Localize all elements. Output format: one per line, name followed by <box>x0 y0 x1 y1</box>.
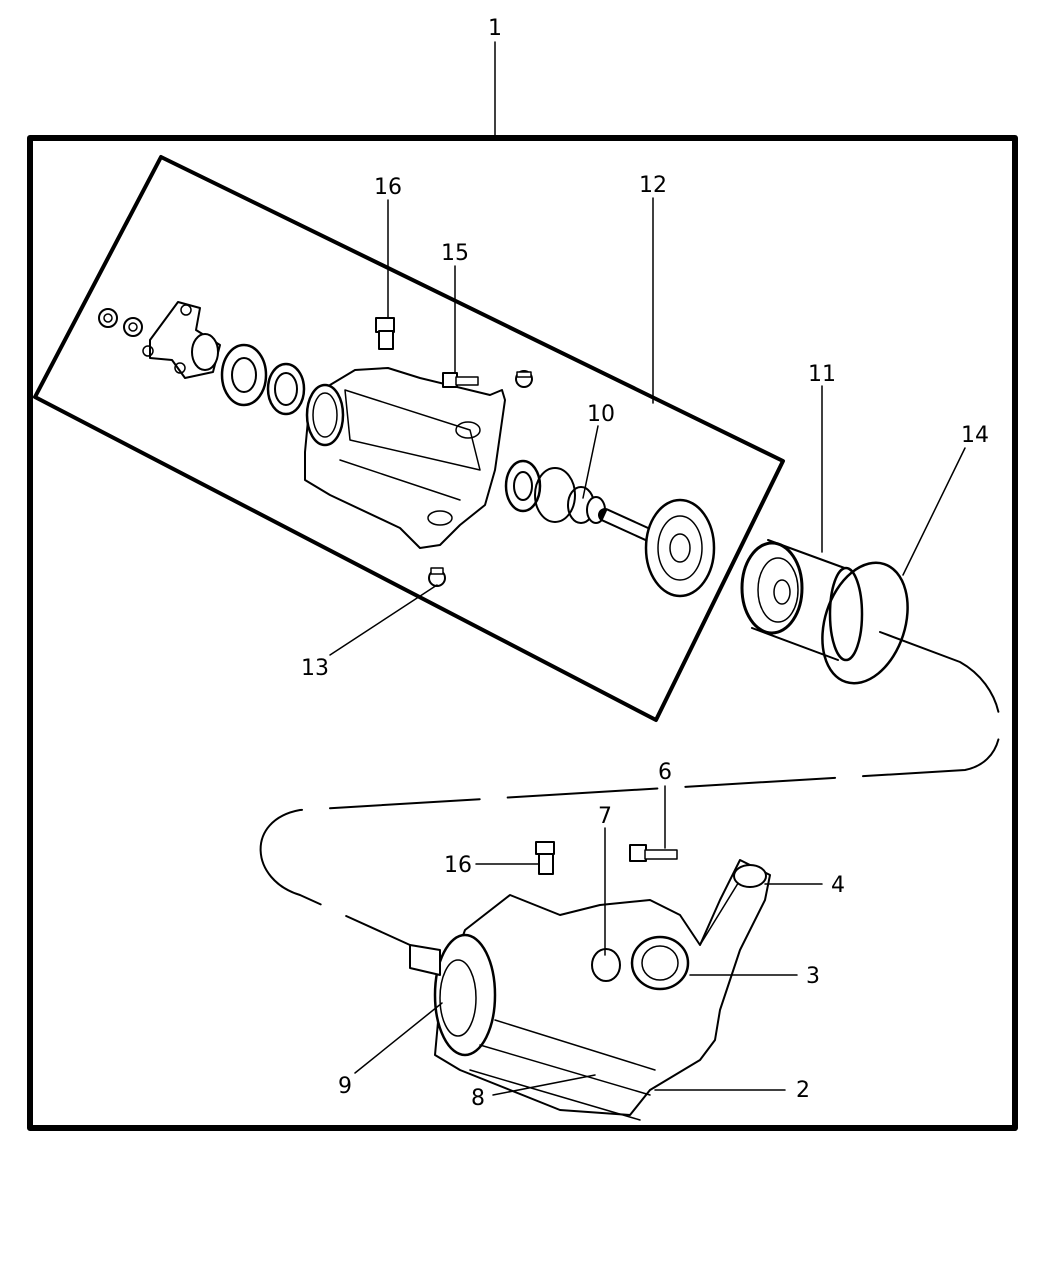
callout-2: 2 <box>796 1078 810 1103</box>
rear-bearing <box>504 459 542 513</box>
callout-1: 1 <box>488 16 502 41</box>
o-ring-14 <box>821 561 909 685</box>
front-hub-nut <box>98 308 143 337</box>
plug-upper <box>515 370 533 388</box>
callout-7: 7 <box>598 804 612 829</box>
callout-10: 10 <box>587 402 615 427</box>
callout-13: 13 <box>301 656 329 681</box>
bolt-15 <box>442 372 479 388</box>
extension-housing <box>304 367 506 549</box>
vent-fitting-lower <box>535 841 555 875</box>
transfer-case-housing <box>409 859 771 1121</box>
callout-6: 6 <box>658 760 672 785</box>
callout-4: 4 <box>831 873 845 898</box>
bolt-13 <box>428 567 446 587</box>
callout-3: 3 <box>806 964 820 989</box>
callout-14: 14 <box>961 423 989 448</box>
snap-rings-10 <box>534 467 606 524</box>
dust-shield <box>220 343 268 407</box>
vent-fitting-upper <box>375 317 395 350</box>
front-seal <box>266 362 306 416</box>
callout-15: 15 <box>441 241 469 266</box>
sub-assembly-frame <box>33 155 785 722</box>
bolt-6 <box>629 844 678 862</box>
callout-16-upper: 16 <box>374 175 402 200</box>
callout-8: 8 <box>471 1086 485 1111</box>
assembly-frame <box>27 135 1018 1131</box>
callout-16-lower: 16 <box>444 853 472 878</box>
callout-labels: 1 16 12 15 10 11 14 13 6 7 16 4 3 9 8 2 <box>301 16 989 1111</box>
oil-filter-11 <box>740 539 864 662</box>
callout-11: 11 <box>808 362 836 387</box>
connection-path <box>259 631 1001 946</box>
callout-12: 12 <box>639 173 667 198</box>
companion-flange <box>142 301 221 379</box>
callout-9: 9 <box>338 1074 352 1099</box>
output-shaft-gear <box>598 498 716 598</box>
leader-lines <box>329 41 966 1096</box>
